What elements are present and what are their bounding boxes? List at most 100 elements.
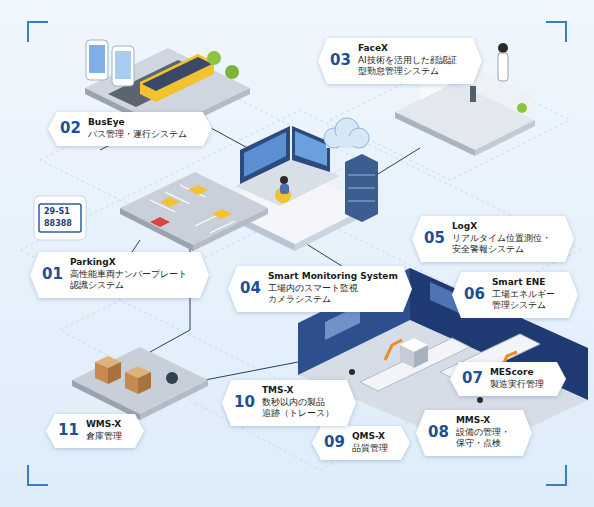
car [160, 197, 180, 207]
label-tag: 07MEScore製造実行管理 [450, 362, 566, 396]
slab-side [475, 120, 535, 156]
monitor-screen [244, 132, 286, 177]
tree [207, 51, 221, 65]
callout-number: 10 [234, 395, 255, 410]
face-scanner [470, 86, 476, 102]
robot [166, 372, 178, 384]
tag-row: 01 ParkingX高性能車両ナンバープレート 認識システム [42, 257, 197, 292]
system-description: 高性能車両ナンバープレート 認識システム [70, 269, 195, 292]
tag-outline [312, 426, 410, 460]
label-tag: 10 TMS-X数秒以内の製品 追跡（トレース） [222, 380, 356, 426]
monitor-screen [295, 131, 327, 166]
system-description: AI技術を活用した顔認証 型勤怠管理システム [358, 55, 468, 78]
system-name: MMS-X [456, 415, 518, 427]
box [125, 372, 138, 394]
label-tag: 11 WMS-X倉庫管理 [46, 414, 144, 448]
server-rack [345, 154, 378, 222]
system-description: 設備の管理・ 保守・点検 [456, 427, 518, 450]
callout-number: 11 [58, 423, 79, 438]
box [95, 362, 108, 384]
worker [477, 397, 483, 403]
box [138, 372, 151, 394]
label-tag: 09 QMS-X品質管理 [312, 426, 410, 460]
corner-bracket [28, 465, 48, 485]
person-head [280, 176, 288, 184]
system-name: QMS-X [352, 431, 396, 443]
factory-wall [410, 268, 588, 400]
system-description: 工場内のスマート監視 カメラシステム [268, 283, 368, 306]
callout-number: 05 [424, 231, 445, 246]
system-name: FaceX [358, 43, 468, 55]
tag-row: 07MEScore製造実行管理 [462, 367, 554, 390]
tag-column: TMS-X数秒以内の製品 追跡（トレース） [262, 385, 342, 420]
callout-number: 08 [428, 425, 449, 440]
tag-row: 09 QMS-X品質管理 [324, 431, 398, 454]
plate-card [34, 196, 86, 240]
tag-column: WMS-X倉庫管理 [86, 419, 130, 442]
slab-side [120, 208, 193, 251]
tag-row: 10 TMS-X数秒以内の製品 追跡（トレース） [234, 385, 344, 420]
tag-column: Smart Monitoring System工場内のスマート監視 カメラシステ… [268, 271, 398, 306]
car [150, 217, 170, 227]
plate-text: 88388 [44, 219, 72, 229]
system-description: 品質管理 [352, 443, 396, 455]
tree [225, 65, 239, 79]
grid-line [20, 110, 580, 390]
callout-number: 01 [42, 267, 63, 282]
tag-column: LogXリアルタイム位置測位・ 安全警報システム [452, 221, 560, 256]
callout-number: 09 [324, 435, 345, 450]
system-description: 数秒以内の製品 追跡（トレース） [262, 397, 342, 420]
phone [86, 40, 108, 80]
tag-row: 03FaceXAI技術を活用した顔認証 型勤怠管理システム [330, 43, 470, 78]
tag-outline [48, 112, 212, 146]
tag-outline [46, 414, 144, 448]
monitor [240, 126, 290, 184]
tag-column: FaceXAI技術を活用した顔認証 型勤怠管理システム [358, 43, 468, 78]
system-description: 製造実行管理 [490, 379, 552, 391]
plate-text: 29-S1 [44, 207, 70, 217]
license-plate [39, 204, 81, 232]
cloud [330, 136, 362, 146]
monitor [292, 126, 330, 172]
system-name: LogX [452, 221, 560, 233]
system-description: 工場エネルギー 管理システム [492, 289, 564, 312]
machine [414, 345, 428, 368]
label-tag: 02 BusEyeバス管理・運行システム [48, 112, 212, 146]
callout-number: 02 [60, 121, 81, 136]
warehouse-platform [72, 347, 208, 420]
label-tag: 06Smart ENE工場エネルギー 管理システム [452, 272, 578, 318]
tag-column: MMS-X設備の管理・ 保守・点検 [456, 415, 518, 450]
car [212, 209, 232, 219]
slab-top [120, 172, 268, 245]
label-tag: 05 LogXリアルタイム位置測位・ 安全警報システム [412, 216, 574, 262]
label-tag: 08 MMS-X設備の管理・ 保守・点検 [416, 410, 532, 456]
tag-row: 05 LogXリアルタイム位置測位・ 安全警報システム [424, 221, 562, 256]
corner-brackets [28, 22, 566, 485]
corner-bracket [546, 465, 566, 485]
callout-number: 06 [464, 287, 485, 302]
tag-outline [452, 272, 578, 318]
tag-column: BusEyeバス管理・運行システム [88, 117, 198, 140]
system-name: MEScore [490, 367, 552, 379]
tag-outline [412, 216, 574, 262]
tag-outline [30, 252, 209, 298]
label-tag: 04 Smart Monitoring System工場内のスマート監視 カメラシ… [228, 266, 412, 312]
system-description: バス管理・運行システム [88, 129, 198, 141]
person-body [498, 53, 508, 81]
corner-bracket [28, 22, 48, 42]
car [188, 185, 208, 195]
parking-platform [34, 172, 268, 251]
phone-screen [89, 45, 105, 73]
callout-number: 04 [240, 281, 261, 296]
parking-lines [150, 185, 235, 233]
tag-column: ParkingX高性能車両ナンバープレート 認識システム [70, 257, 195, 292]
system-name: Smart Monitoring System [268, 271, 398, 283]
link-line [205, 362, 298, 380]
bus [140, 54, 214, 102]
tag-outline [228, 266, 412, 312]
system-name: TMS-X [262, 385, 342, 397]
person-body [280, 184, 289, 194]
tag-row: 11 WMS-X倉庫管理 [58, 419, 132, 442]
